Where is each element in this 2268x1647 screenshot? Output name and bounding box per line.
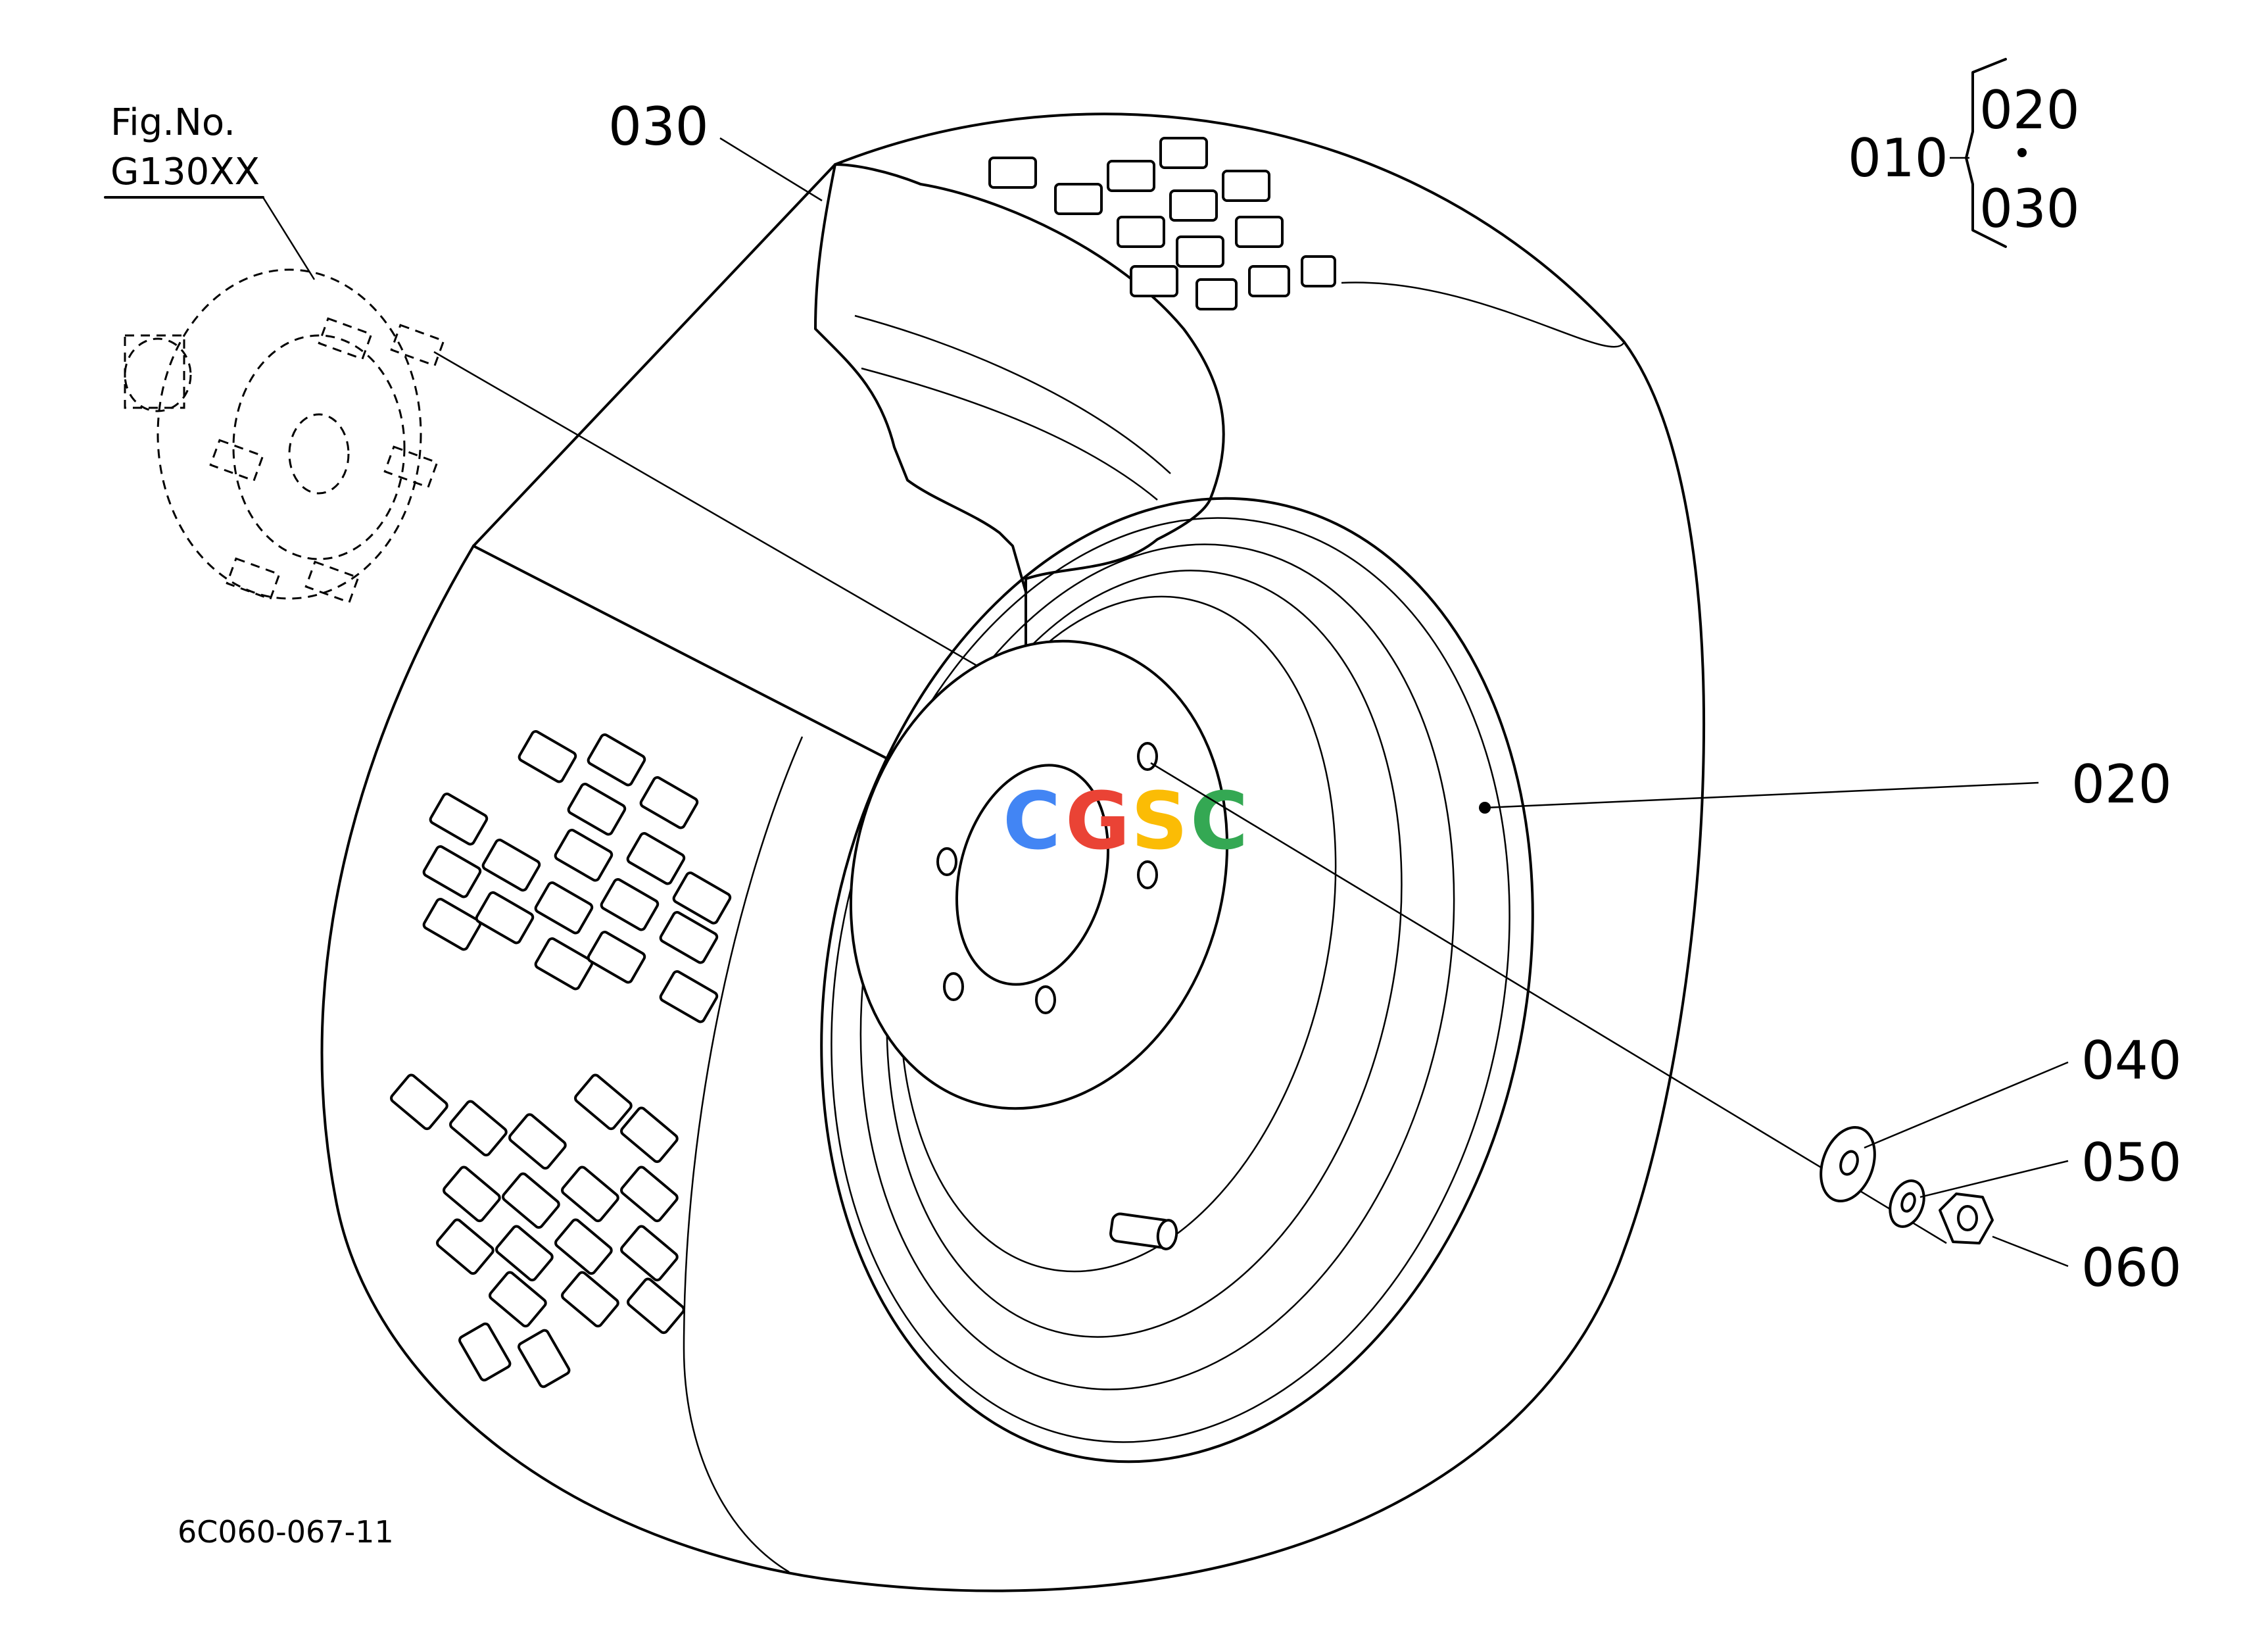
rim-outer-flange xyxy=(820,497,1534,1463)
watermark-letter-4: C xyxy=(1190,776,1248,868)
assembly-bracket xyxy=(1965,58,2007,248)
watermark: C G S C xyxy=(1003,776,1248,868)
tire-sidewall-line xyxy=(683,736,804,1573)
tire-inner-ply xyxy=(861,367,1158,501)
rim-bolt-holes xyxy=(936,742,1158,1014)
drawing-code: 6C060-067-11 xyxy=(178,1514,394,1550)
callout-nut: 060 xyxy=(1992,1235,2182,1298)
assembly-part-1: 020 xyxy=(1979,80,2080,141)
tire-shoulder-line xyxy=(1341,282,1626,348)
hex-nut xyxy=(1939,1192,1994,1244)
callout-lock-washer: 050 xyxy=(1919,1132,2182,1198)
figure-number-block: Fig.No. G130XX xyxy=(104,101,316,280)
wheel-rim xyxy=(820,497,1534,1463)
callout-tire-label: 030 xyxy=(608,96,709,157)
flat-washer xyxy=(1820,1125,1876,1203)
lock-washer xyxy=(1889,1179,1925,1228)
tread-lugs-middle xyxy=(422,730,732,1023)
hardware-set xyxy=(1820,1125,1994,1244)
tire-cut-edge xyxy=(472,545,948,791)
tread-lugs-upper xyxy=(988,137,1336,310)
fig-no-value: G130XX xyxy=(110,151,260,193)
wheel-hub xyxy=(124,268,445,604)
callout-nut-label: 060 xyxy=(2081,1237,2182,1298)
callout-washer: 040 xyxy=(1864,1030,2182,1149)
callout-rim: 020 xyxy=(1479,754,2172,815)
assembly-key: 010 020 030 xyxy=(1848,58,2080,248)
fig-no-label: Fig.No. xyxy=(110,101,235,144)
stud-axis-line xyxy=(433,351,1026,695)
tire-inner-liner xyxy=(854,314,1171,474)
watermark-letter-3: S xyxy=(1131,776,1188,868)
tire-cross-section xyxy=(814,163,1225,777)
tire-outline xyxy=(320,112,1706,1592)
rim-center-bore xyxy=(955,764,1110,986)
callout-tire: 030 xyxy=(608,96,823,202)
tread-lugs-lower xyxy=(390,1073,685,1389)
fig-no-leader xyxy=(262,197,316,280)
callout-lock-washer-label: 050 xyxy=(2081,1132,2182,1193)
assembly-separator-dot xyxy=(2017,148,2027,157)
watermark-letter-2: G xyxy=(1065,776,1130,868)
valve-stem xyxy=(1109,1212,1178,1250)
hub-stud xyxy=(209,317,445,604)
watermark-letter-1: C xyxy=(1003,776,1061,868)
rim-axis-line xyxy=(1150,762,1947,1244)
assembly-part-2: 030 xyxy=(1979,178,2080,239)
callout-rim-label: 020 xyxy=(2071,754,2172,815)
tire xyxy=(320,112,1706,1592)
callout-washer-label: 040 xyxy=(2081,1030,2182,1091)
assembly-number: 010 xyxy=(1848,128,1948,189)
